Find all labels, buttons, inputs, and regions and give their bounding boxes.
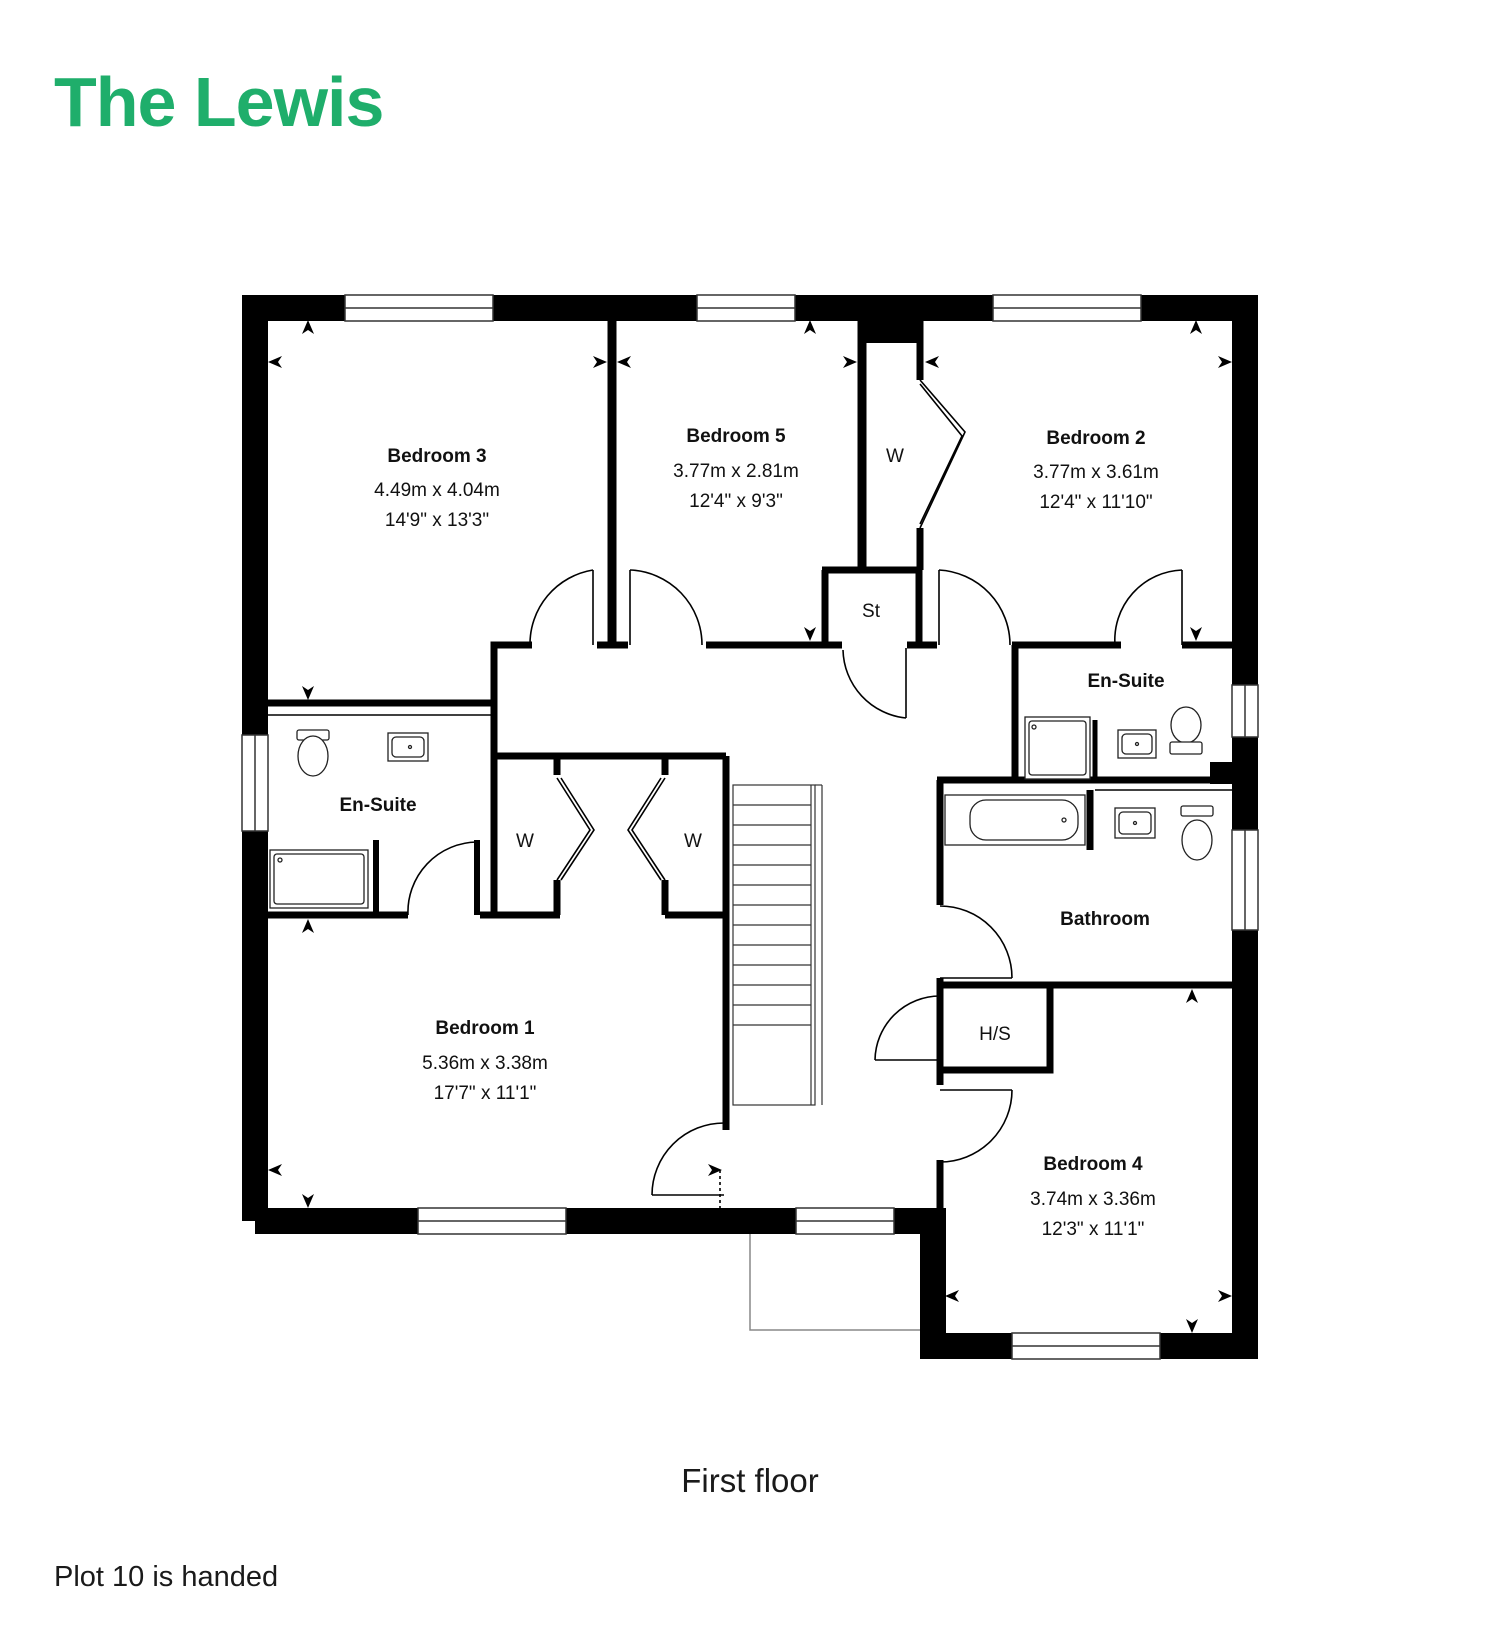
- floor-caption: First floor: [681, 1462, 819, 1499]
- room-imperial: 12'3" x 11'1": [1042, 1219, 1145, 1240]
- room-imperial: 12'4" x 9'3": [689, 491, 783, 512]
- toilet-icon: [296, 729, 330, 777]
- handed-note: Plot 10 is handed: [54, 1561, 279, 1593]
- room-bedroom-3: Bedroom 3 4.49m x 4.04m 14'9" x 13'3": [374, 446, 500, 531]
- wardrobe-mid-right-label: W: [684, 831, 702, 852]
- plan-title: The Lewis: [54, 63, 384, 141]
- basin-icon: [1117, 729, 1157, 759]
- bathroom-label: Bathroom: [1060, 909, 1150, 930]
- basin-icon: [1114, 807, 1156, 839]
- room-name: Bedroom 1: [435, 1018, 535, 1039]
- ensuite-left-label: En-Suite: [339, 795, 416, 816]
- room-imperial: 12'4" x 11'10": [1039, 492, 1152, 513]
- basin-icon: [387, 732, 429, 762]
- wardrobe-mid-left-label: W: [516, 831, 534, 852]
- bath-icon: [944, 794, 1086, 846]
- windows: [241, 294, 1259, 1360]
- doors: [407, 379, 1183, 1208]
- room-metric: 3.77m x 2.81m: [673, 461, 799, 482]
- wardrobe-top-label: W: [886, 446, 904, 467]
- room-name: Bedroom 3: [387, 446, 486, 467]
- toilet-icon: [1180, 805, 1214, 861]
- room-imperial: 17'7" x 11'1": [434, 1083, 537, 1104]
- room-metric: 4.49m x 4.04m: [374, 480, 500, 501]
- hot-store-label: H/S: [979, 1024, 1011, 1045]
- room-bedroom-4: Bedroom 4 3.74m x 3.36m 12'3" x 11'1": [1030, 1154, 1156, 1240]
- room-bedroom-2: Bedroom 2 3.77m x 3.61m 12'4" x 11'10": [1033, 428, 1159, 513]
- room-metric: 5.36m x 3.38m: [422, 1053, 548, 1074]
- room-name: Bedroom 4: [1043, 1154, 1143, 1175]
- store-label: St: [862, 601, 881, 622]
- room-bedroom-1: Bedroom 1 5.36m x 3.38m 17'7" x 11'1": [422, 1018, 548, 1104]
- ensuite-right-label: En-Suite: [1087, 671, 1164, 692]
- room-name: Bedroom 2: [1046, 428, 1145, 449]
- room-imperial: 14'9" x 13'3": [385, 510, 489, 531]
- shower-icon: [1024, 716, 1091, 780]
- room-labels: En-Suite En-Suite Bathroom W W W St H/S: [339, 446, 1164, 1045]
- fixtures: [269, 706, 1214, 909]
- toilet-icon: [1169, 706, 1203, 755]
- porch-outline: [749, 1230, 921, 1331]
- room-bedroom-5: Bedroom 5 3.77m x 2.81m 12'4" x 9'3": [673, 426, 799, 512]
- room-metric: 3.77m x 3.61m: [1033, 462, 1159, 483]
- staircase: [732, 784, 823, 1106]
- room-name: Bedroom 5: [686, 426, 786, 447]
- room-metric: 3.74m x 3.36m: [1030, 1189, 1156, 1210]
- walls: [242, 295, 1258, 1359]
- dimension-arrows: [268, 320, 1232, 1333]
- shower-icon: [269, 849, 369, 909]
